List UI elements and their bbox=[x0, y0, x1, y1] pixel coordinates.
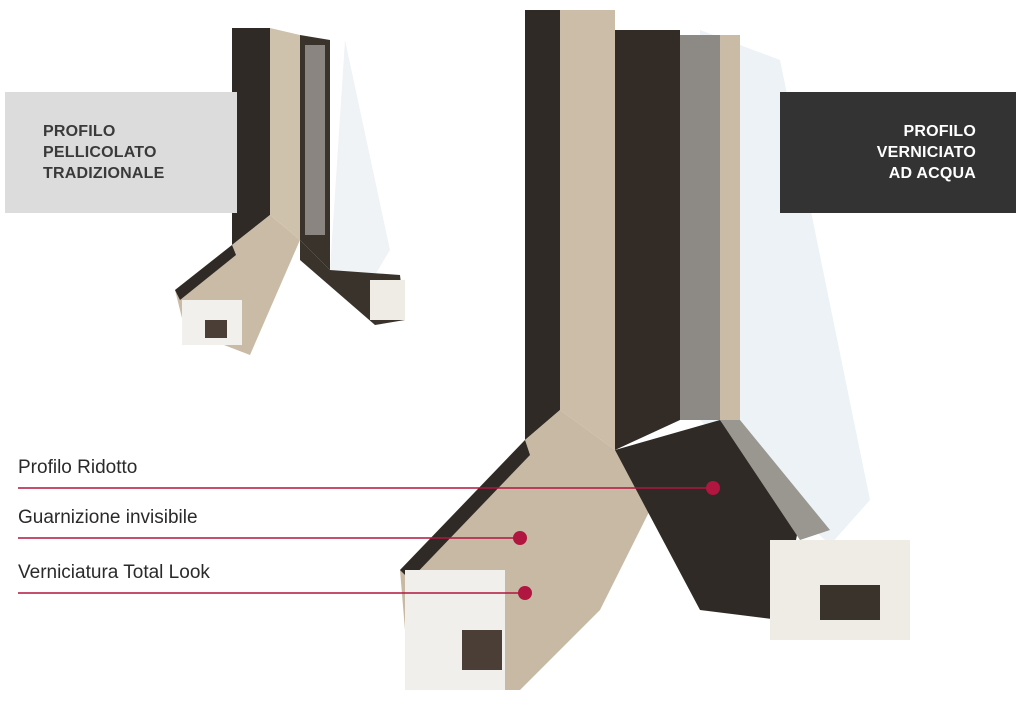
label-line: PROFILO bbox=[43, 123, 116, 140]
label-line: VERNICIATO bbox=[876, 144, 976, 161]
callout-dot-2 bbox=[513, 531, 527, 545]
large-window-profile bbox=[400, 10, 910, 690]
label-traditional-profile: PROFILO PELLICOLATO TRADIZIONALE bbox=[5, 92, 237, 213]
label-water-painted-profile: PROFILO VERNICIATO AD ACQUA bbox=[780, 92, 1016, 213]
callout-profilo-ridotto: Profilo Ridotto bbox=[18, 457, 138, 478]
label-line: TRADIZIONALE bbox=[43, 165, 165, 182]
callout-dot-1 bbox=[706, 481, 720, 495]
small-window-profile bbox=[175, 28, 405, 355]
label-line: AD ACQUA bbox=[888, 165, 976, 182]
callout-lines bbox=[18, 481, 720, 600]
callout-dot-3 bbox=[518, 586, 532, 600]
callout-guarnizione-invisibile: Guarnizione invisibile bbox=[18, 507, 198, 528]
label-line: PROFILO bbox=[903, 123, 976, 140]
label-line: PELLICOLATO bbox=[43, 144, 157, 161]
callout-verniciatura-total-look: Verniciatura Total Look bbox=[18, 562, 210, 583]
